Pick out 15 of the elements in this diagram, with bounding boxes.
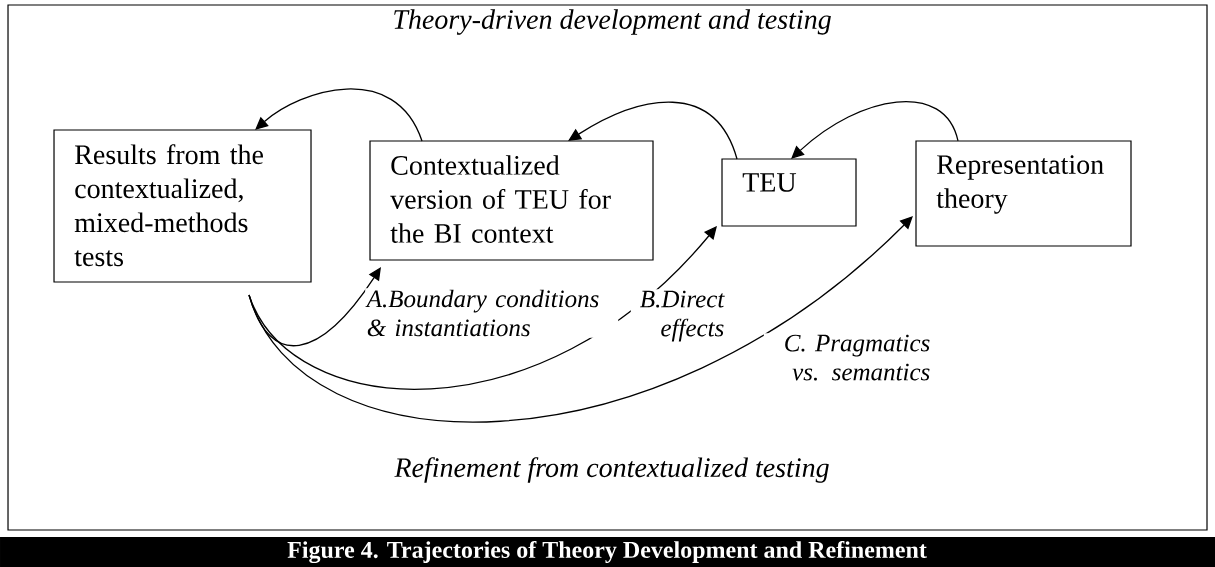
edge-label: A.Boundary conditions & instantiations	[365, 288, 619, 338]
arrow	[248, 216, 913, 422]
arrow	[568, 101, 738, 160]
arrow	[791, 101, 959, 159]
box: Contextualized version of TEU for the BI context	[369, 140, 654, 261]
edge-label: B.Direct effects	[630, 289, 726, 344]
box: TEU	[721, 158, 857, 227]
heading-text: Refinement from contextualized testing	[394, 457, 829, 483]
heading-text: Theory-driven development and testing	[394, 9, 831, 35]
edge-label: C. Pragmatics vs. semantics	[763, 333, 932, 383]
arrow	[255, 88, 423, 142]
box: Results from the contextualized, mixed-methods tests	[53, 129, 312, 283]
arrow	[248, 226, 717, 390]
box: Representation theory	[915, 140, 1132, 247]
caption-bar: Figure 4. Trajectories of Theory Development and Refinement	[0, 537, 1215, 567]
